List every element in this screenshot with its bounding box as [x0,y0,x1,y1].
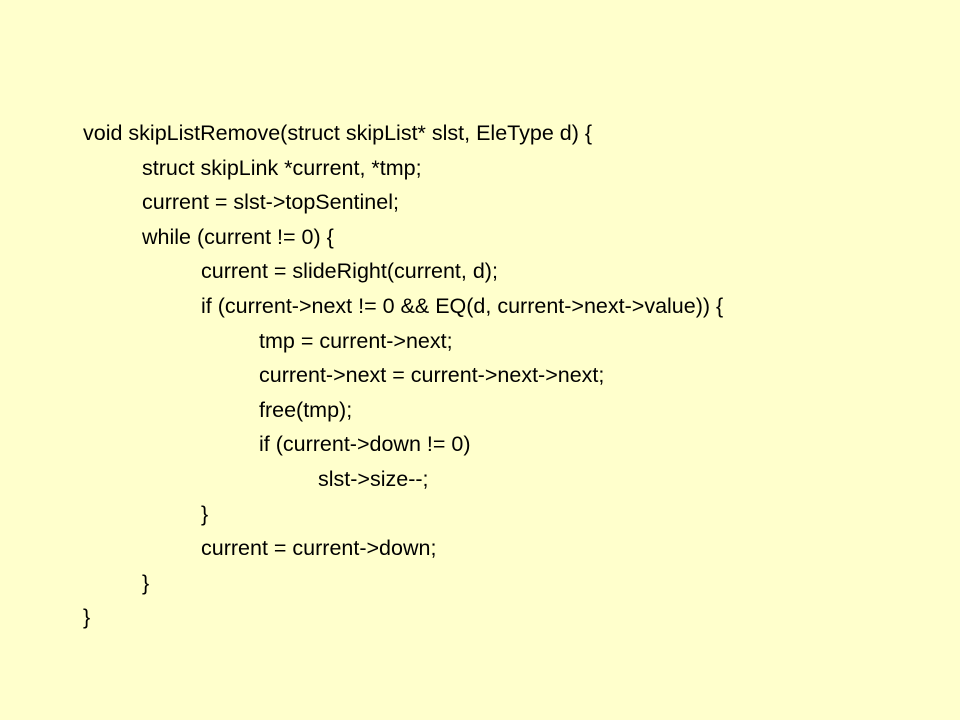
code-line-if-close-brace: } [201,501,209,526]
code-line-function-signature: void skipListRemove(struct skipList* sls… [83,121,593,145]
code-line-if-match-condition: if (current->next != 0 && EQ(d, current-… [201,293,724,318]
code-line-if-bottom-condition: if (current->down != 0) [259,432,471,457]
code-line-while-close-brace: } [142,570,150,595]
code-line-free-call: free(tmp); [259,397,353,422]
code-line-size-decrement: slst->size--; [318,466,429,491]
code-line-slide-right-call: current = slideRight(current, d); [201,259,498,284]
code-line-while-loop: while (current != 0) { [142,224,334,249]
code-line-unlink-node: current->next = current->next->next; [259,363,605,388]
code-line-current-assignment: current = slst->topSentinel; [142,190,399,215]
code-listing: void skipListRemove(struct skipList* sls… [83,116,943,635]
code-line-tmp-assignment: tmp = current->next; [259,328,453,353]
code-line-function-close-brace: } [83,605,91,630]
code-line-variable-declaration: struct skipLink *current, *tmp; [142,155,422,180]
code-line-move-down: current = current->down; [201,536,437,561]
